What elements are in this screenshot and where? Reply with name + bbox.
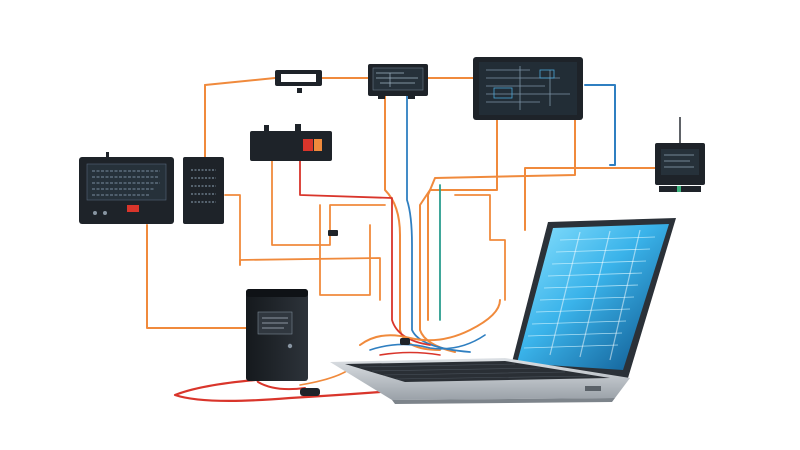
relay-box (250, 124, 332, 161)
cable-bundle (146, 77, 656, 402)
module-right (655, 117, 705, 192)
computer-tower (246, 289, 308, 381)
cable-bundle-orange-3 (427, 119, 576, 321)
router-tall (183, 157, 224, 224)
cable-laptop-feed-1 (359, 299, 501, 346)
laptop (330, 218, 676, 404)
cable-bundle-orange-2 (419, 119, 498, 353)
cable-connectors (300, 230, 410, 396)
cable-top-right-drop (584, 84, 616, 166)
cable-loop-mid (319, 204, 371, 296)
cable-bundle-red-1 (299, 149, 431, 346)
cable-loop-left (271, 159, 386, 246)
control-panel-large (473, 57, 583, 120)
cable-red-ground-1 (173, 378, 382, 402)
cable-right-feed (524, 167, 656, 231)
cable-left-mid (224, 194, 241, 266)
cable-top-run (204, 77, 474, 86)
cable-bundle-orange-1 (384, 94, 441, 351)
cable-left-long (146, 224, 249, 329)
switch-top-small (275, 70, 322, 93)
cable-wide-right (454, 194, 506, 301)
cable-laptop-feed-3 (379, 351, 441, 356)
circuit-board-top (368, 64, 428, 99)
monitor-left (79, 152, 174, 224)
cable-laptop-feed-2 (369, 334, 486, 351)
cable-bundle-blue-1 (406, 89, 471, 353)
